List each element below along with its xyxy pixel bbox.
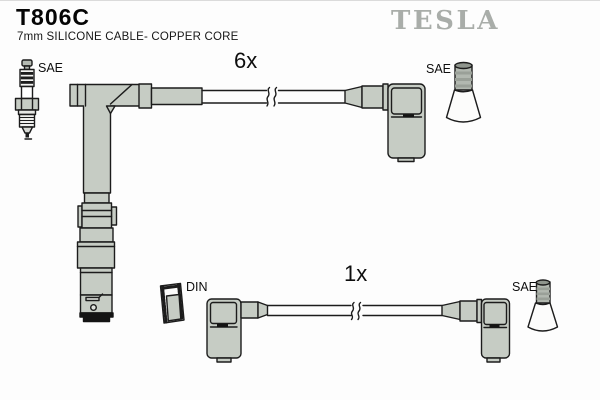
ignition-cable-1x-drawing — [206, 298, 511, 363]
right-angle-connector-icon-left — [206, 298, 269, 363]
ignition-cable-6x-drawing — [69, 83, 426, 323]
quantity-label-6x: 6x — [234, 48, 258, 73]
cable-run-1x — [266, 301, 443, 321]
right-angle-connector-icon-top — [344, 83, 426, 163]
sae-terminal-icon-bottom — [527, 279, 559, 332]
sae-label-spark-plug: SAE — [38, 61, 64, 75]
part-number: T806C — [16, 4, 91, 30]
top-edge-line — [0, 0, 600, 1]
coil-boot-icon — [69, 83, 203, 323]
din-label: DIN — [186, 280, 208, 294]
spark-plug-icon — [14, 59, 40, 140]
cable-run-6x — [201, 86, 346, 107]
sae-terminal-icon-top — [445, 61, 482, 123]
sae-label-terminal-top: SAE — [426, 62, 452, 76]
subtitle: 7mm SILICONE CABLE- COPPER CORE — [17, 31, 239, 43]
sae-label-terminal-bottom: SAE — [512, 280, 538, 294]
brand-logo: TESLA — [391, 6, 500, 36]
right-angle-connector-icon-right — [441, 298, 511, 363]
quantity-label-1x: 1x — [344, 261, 368, 286]
din-terminal-icon — [159, 282, 185, 324]
